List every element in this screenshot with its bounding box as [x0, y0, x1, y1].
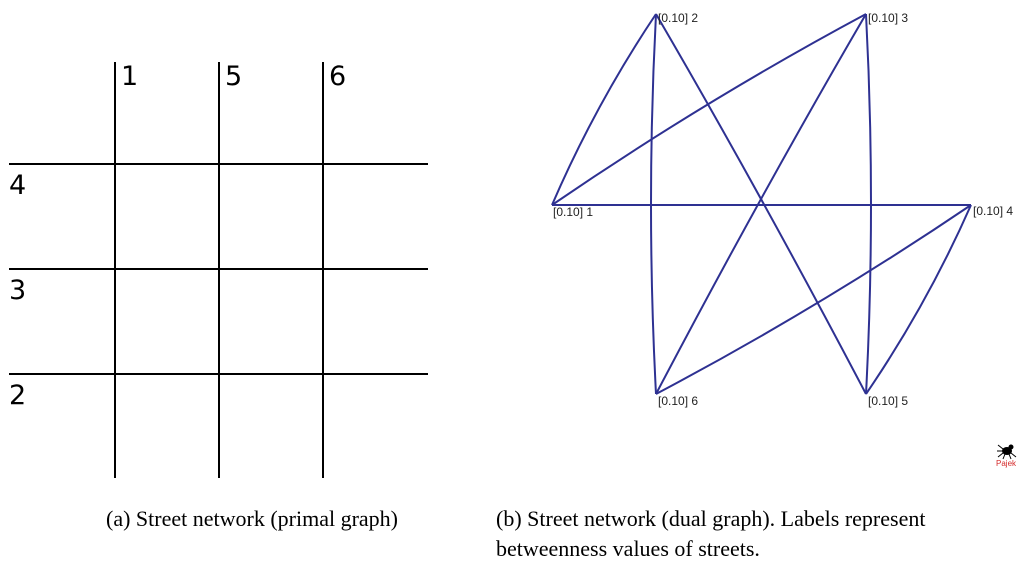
dual-graph-nodes: [0.10] 1 [0.10] 2 [0.10] 3 [0.10] 4 [0.1…	[553, 11, 1013, 408]
dual-edge-1-3	[551, 13, 867, 206]
node-label-6: [0.10] 6	[658, 394, 698, 408]
dual-edge-3-6	[655, 13, 867, 395]
dual-edge-2-6	[650, 13, 657, 395]
pajek-logo-text: Pajek	[996, 459, 1017, 468]
caption-a: (a) Street network (primal graph)	[106, 506, 398, 531]
street-label-3: 3	[9, 275, 26, 306]
node-label-4: [0.10] 4	[973, 204, 1013, 218]
street-label-1: 1	[121, 61, 138, 92]
pajek-logo: Pajek	[996, 444, 1017, 468]
dual-edge-3-5	[865, 13, 872, 395]
street-label-2: 2	[9, 380, 26, 411]
spider-icon	[997, 444, 1017, 460]
street-label-4: 4	[9, 170, 26, 201]
node-label-2: [0.10] 2	[658, 11, 698, 25]
dual-graph-edges	[551, 13, 972, 395]
node-label-1: [0.10] 1	[553, 205, 593, 219]
primal-graph: 1 5 6 4 3 2	[9, 61, 428, 478]
dual-edge-4-5	[865, 204, 972, 395]
node-label-5: [0.10] 5	[868, 394, 908, 408]
node-label-3: [0.10] 3	[868, 11, 908, 25]
dual-edge-1-2	[551, 13, 657, 206]
dual-edge-4-6	[655, 204, 972, 395]
street-label-6: 6	[329, 61, 346, 92]
caption-b: (b) Street network (dual graph). Labels …	[496, 506, 926, 561]
street-label-5: 5	[225, 61, 242, 92]
